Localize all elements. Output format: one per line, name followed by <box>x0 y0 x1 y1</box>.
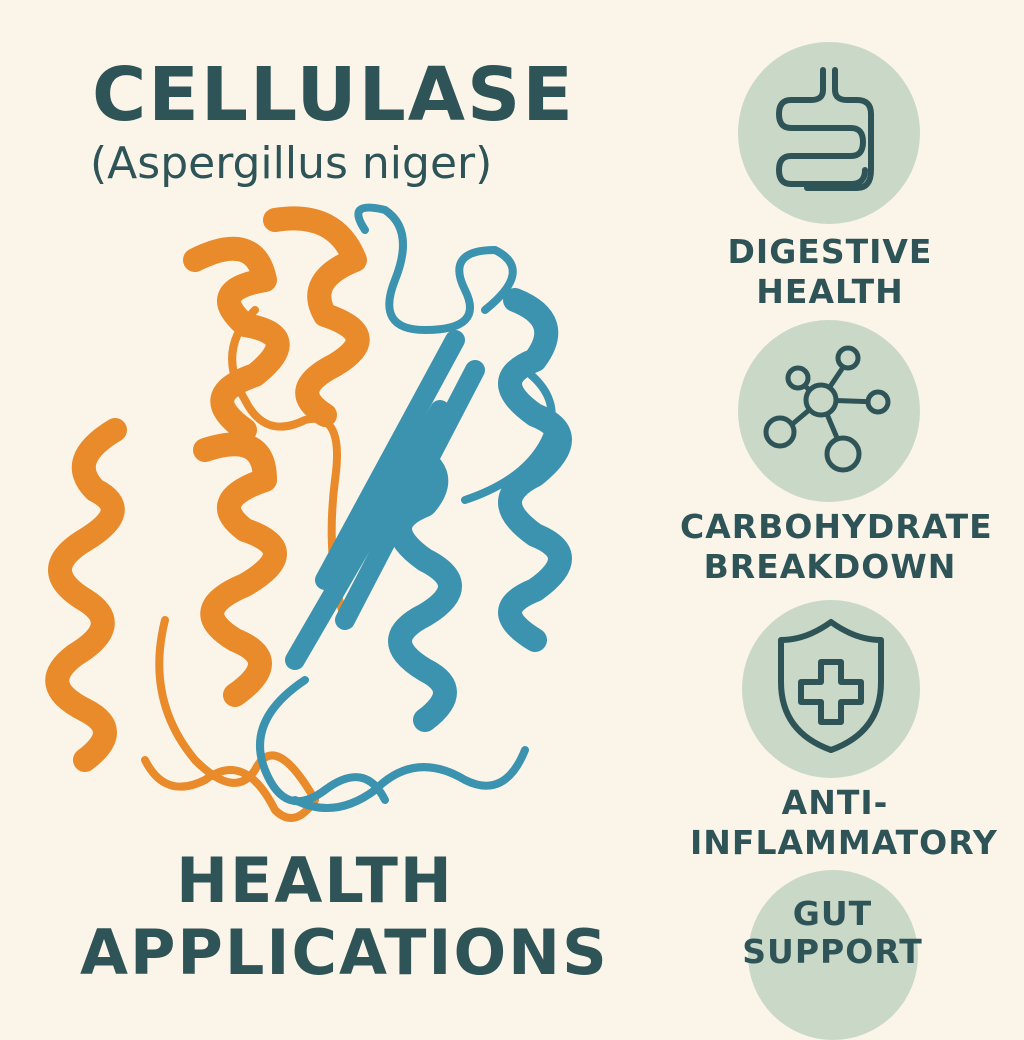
carbohydrate-breakdown-badge <box>738 320 920 502</box>
orange-domain <box>45 206 370 822</box>
intestine-icon <box>776 67 874 191</box>
digestive-health-badge <box>738 42 920 224</box>
digestive-health-label: DIGESTIVE HEALTH <box>727 232 933 311</box>
carbohydrate-breakdown-label: CARBOHYDRATE BREAKDOWN <box>680 507 993 586</box>
shield-cross-icon <box>778 619 884 753</box>
protein-structure-illustration <box>45 203 572 822</box>
page-title: CELLULASE <box>92 52 575 138</box>
anti-inflammatory-badge <box>742 600 920 778</box>
molecule-icon <box>763 345 891 473</box>
gut-support-label: GUT SUPPORT <box>742 894 923 971</box>
gut-support-badge <box>748 870 918 1040</box>
blue-domain <box>256 203 572 812</box>
anti-inflammatory-label: ANTI- INFLAMMATORY <box>690 783 998 862</box>
health-applications-heading: HEALTH APPLICATIONS <box>80 844 609 989</box>
page-subtitle: (Aspergillus niger) <box>90 138 493 189</box>
